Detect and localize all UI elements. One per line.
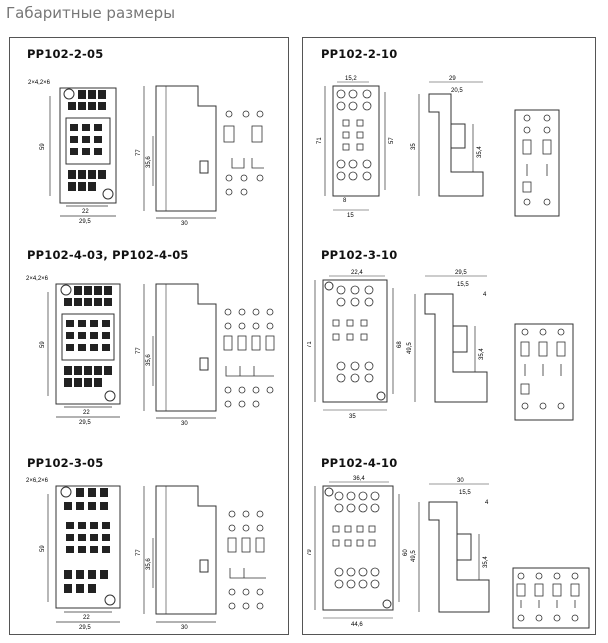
svg-text:35,4: 35,4: [479, 348, 485, 360]
svg-text:22: 22: [83, 410, 90, 416]
svg-text:29,5: 29,5: [79, 625, 91, 631]
drawing-pp102-3-05: 2×6,2×6 59 22 29,5 77 35,6 30: [26, 478, 266, 631]
svg-text:49,5: 49,5: [407, 342, 413, 354]
svg-text:30: 30: [181, 221, 188, 226]
drawing-pp102-4-10: 36,4 79 60 44,6 30 15,5 4 49,5 35,4: [307, 476, 590, 629]
section-title-pp102-2-05: PP102-2-05: [27, 47, 104, 61]
svg-text:35,6: 35,6: [146, 156, 152, 168]
svg-text:35,6: 35,6: [146, 558, 152, 570]
svg-text:36,4: 36,4: [353, 476, 365, 482]
drawing-pp102-4: 2×4,2×6 59 22 29,5 77 35,6 30: [26, 276, 275, 426]
section-title-pp102-4: PP102-4-03, PP102-4-05: [27, 248, 189, 262]
svg-text:2×6,2×6: 2×6,2×6: [26, 478, 49, 484]
svg-text:35: 35: [411, 143, 417, 150]
svg-text:35: 35: [349, 414, 356, 420]
drawing-pp102-2-10: 15,2 71 57 8 15 29 20,5 35 35,4: [317, 76, 560, 219]
svg-text:2×4,2×6: 2×4,2×6: [28, 80, 51, 86]
svg-text:15,5: 15,5: [459, 490, 471, 496]
svg-text:59: 59: [40, 545, 46, 552]
svg-text:77: 77: [136, 549, 142, 556]
drawing-pp102-2-05: 2×4,2×6 59 22 29,5 77 35,6 30: [28, 80, 264, 226]
svg-text:35,6: 35,6: [146, 354, 152, 366]
section-title-pp102-3-05: PP102-3-05: [27, 456, 104, 470]
svg-text:57: 57: [389, 137, 395, 144]
svg-text:29,5: 29,5: [455, 270, 467, 276]
svg-text:59: 59: [40, 341, 46, 348]
svg-text:68: 68: [397, 341, 403, 348]
svg-text:15,2: 15,2: [345, 76, 357, 82]
drawing-pp102-3-10: 22,4 71 68 35 29,5 15,5 4 49,5 35,4: [307, 270, 574, 421]
right-panel: PP102-2-10 15,2 71 57 8 15 29 20,5 35 35…: [302, 37, 596, 635]
svg-text:30: 30: [181, 421, 188, 426]
svg-text:35,4: 35,4: [477, 146, 483, 158]
svg-text:15: 15: [347, 213, 354, 219]
svg-text:29,5: 29,5: [79, 219, 91, 225]
svg-text:77: 77: [136, 149, 142, 156]
svg-text:44,6: 44,6: [351, 622, 363, 628]
section-title-pp102-2-10: PP102-2-10: [321, 47, 398, 61]
svg-text:4: 4: [485, 500, 489, 506]
svg-text:22: 22: [83, 615, 90, 621]
svg-text:49,5: 49,5: [411, 550, 417, 562]
section-title-pp102-4-10: PP102-4-10: [321, 456, 398, 470]
svg-text:8: 8: [343, 198, 347, 204]
svg-text:71: 71: [307, 341, 313, 348]
svg-text:29: 29: [449, 76, 456, 82]
page-title: Габаритные размеры: [6, 4, 176, 22]
svg-text:30: 30: [457, 478, 464, 484]
left-panel: PP102-2-05 2×4,2×6 59 22 29,5 77 3: [9, 37, 289, 635]
svg-text:4: 4: [483, 292, 487, 298]
svg-text:79: 79: [307, 549, 313, 556]
svg-text:30: 30: [181, 625, 188, 631]
svg-text:71: 71: [317, 137, 323, 144]
svg-text:35,4: 35,4: [483, 556, 489, 568]
svg-text:15,5: 15,5: [457, 282, 469, 288]
svg-text:2×4,2×6: 2×4,2×6: [26, 276, 49, 282]
svg-text:60: 60: [403, 549, 409, 556]
section-title-pp102-3-10: PP102-3-10: [321, 248, 398, 262]
svg-text:77: 77: [136, 347, 142, 354]
svg-text:20,5: 20,5: [451, 88, 463, 94]
svg-text:59: 59: [40, 143, 46, 150]
svg-text:29,5: 29,5: [79, 420, 91, 426]
svg-text:22: 22: [82, 209, 89, 215]
svg-text:22,4: 22,4: [351, 270, 363, 276]
